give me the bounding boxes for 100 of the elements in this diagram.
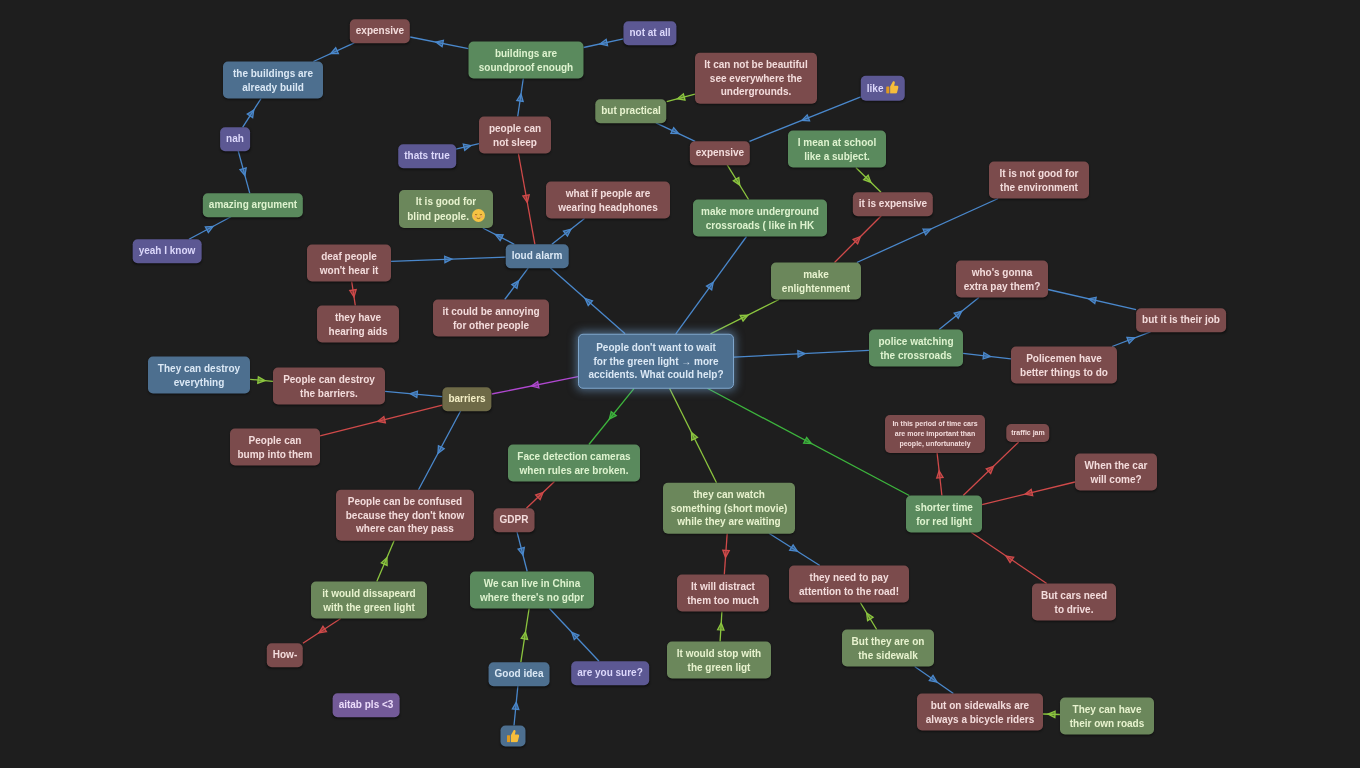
arrow bbox=[417, 410, 462, 491]
arrow bbox=[588, 387, 635, 446]
arrow bbox=[936, 452, 944, 497]
arrow bbox=[962, 351, 1012, 360]
node-text: yeah I know bbox=[138, 245, 196, 257]
node-text: It is good for blind people. bbox=[407, 196, 477, 222]
idea-node bbox=[336, 489, 474, 541]
node-text: barriers bbox=[448, 393, 486, 405]
node-text: It can not be beautiful see everywhere the undergrounds. bbox=[704, 58, 808, 97]
idea-node bbox=[1075, 453, 1157, 491]
node-text: deaf people won't hear it bbox=[319, 250, 379, 275]
node-text: who's gonna extra pay them? bbox=[963, 266, 1041, 291]
idea-node bbox=[398, 144, 456, 168]
arrow bbox=[1042, 710, 1061, 719]
node-text: thats true bbox=[404, 150, 450, 162]
arrow bbox=[551, 217, 586, 245]
node-text: But they are on the sidewalk bbox=[851, 635, 925, 660]
idea-node bbox=[885, 415, 985, 453]
idea-node bbox=[860, 75, 906, 101]
idea-node bbox=[1011, 346, 1117, 384]
idea-node bbox=[956, 260, 1048, 298]
arrow bbox=[349, 280, 357, 307]
node-text: make more underground crossroads ( like in HK bbox=[701, 205, 819, 230]
arrow bbox=[237, 150, 251, 194]
idea-node bbox=[470, 571, 594, 609]
node-text: Policemen have better things to do bbox=[1020, 352, 1108, 377]
idea-node bbox=[1006, 424, 1050, 442]
node-text: When the car will come? bbox=[1084, 459, 1148, 484]
idea-node bbox=[906, 495, 982, 533]
node-text: but on sidewalks are always a bicycle riders bbox=[925, 699, 1035, 724]
arrow bbox=[302, 617, 342, 644]
idea-node bbox=[223, 61, 323, 99]
idea-node bbox=[307, 244, 391, 282]
idea-node bbox=[500, 725, 526, 747]
arrow bbox=[384, 390, 444, 399]
node-text: Good idea bbox=[494, 668, 544, 680]
idea-node bbox=[1136, 308, 1226, 332]
idea-node bbox=[311, 581, 427, 619]
node-text: but it is their job bbox=[1142, 314, 1220, 326]
idea-node bbox=[546, 181, 670, 219]
idea-node bbox=[488, 662, 550, 686]
node-text: not at all bbox=[629, 27, 671, 39]
arrow bbox=[913, 665, 955, 695]
node-text: buildings are soundproof enough bbox=[478, 47, 574, 72]
idea-node bbox=[789, 565, 909, 603]
node-text: expensive bbox=[695, 147, 745, 159]
idea-node bbox=[508, 444, 640, 482]
idea-node bbox=[571, 661, 649, 685]
idea-node bbox=[989, 161, 1089, 199]
node-text: It will distract them too much bbox=[687, 580, 759, 605]
node-text: It would stop with the green ligt bbox=[676, 647, 762, 672]
idea-node bbox=[695, 52, 817, 104]
arrow bbox=[733, 349, 870, 358]
idea-node bbox=[399, 190, 493, 228]
idea-node bbox=[220, 127, 250, 151]
node-text: what if people are wearing headphones bbox=[558, 187, 658, 212]
idea-node bbox=[349, 19, 411, 43]
idea-node bbox=[479, 116, 551, 154]
node-text: They can have their own roads bbox=[1069, 703, 1145, 728]
arrow bbox=[312, 42, 355, 63]
node-text: People can be confused because they don't know where can they pass bbox=[345, 495, 465, 534]
idea-node bbox=[266, 643, 304, 667]
node-text: GDPR bbox=[499, 514, 529, 526]
idea-node bbox=[788, 130, 886, 168]
node-text: police watching the crossroads bbox=[878, 335, 954, 360]
idea-node bbox=[332, 693, 400, 717]
arrow bbox=[482, 227, 515, 245]
idea-node bbox=[623, 21, 677, 45]
arrow bbox=[409, 36, 470, 50]
arrow bbox=[938, 296, 980, 331]
idea-node bbox=[771, 262, 861, 300]
idea-node bbox=[917, 693, 1043, 731]
idea-node bbox=[852, 192, 934, 216]
arrow bbox=[249, 376, 274, 384]
arrow bbox=[582, 38, 625, 49]
node-text: are you sure? bbox=[577, 667, 643, 679]
arrow bbox=[241, 97, 262, 128]
node-text: aitab pls <3 bbox=[338, 699, 394, 711]
arrow bbox=[706, 387, 910, 497]
node-text: People can bump into them bbox=[237, 434, 313, 459]
idea-node bbox=[869, 329, 963, 367]
idea-node bbox=[468, 41, 584, 79]
arrow bbox=[525, 480, 556, 509]
idea-node bbox=[505, 244, 569, 268]
arrow bbox=[722, 532, 730, 576]
idea-node bbox=[433, 299, 549, 337]
arrow bbox=[511, 685, 520, 727]
idea-node bbox=[667, 641, 771, 679]
arrow bbox=[666, 93, 696, 103]
arrow bbox=[668, 387, 718, 484]
idea-node bbox=[1060, 697, 1154, 735]
arrow bbox=[455, 142, 480, 151]
arrow bbox=[549, 267, 626, 335]
arrow bbox=[709, 298, 780, 335]
node-text: people can not sleep bbox=[488, 122, 542, 147]
arrow bbox=[962, 441, 1020, 497]
node-text: But cars need to drive. bbox=[1040, 589, 1108, 614]
central-topic-node bbox=[578, 333, 734, 389]
node-text: loud alarm bbox=[511, 250, 563, 262]
arrow bbox=[726, 164, 750, 201]
